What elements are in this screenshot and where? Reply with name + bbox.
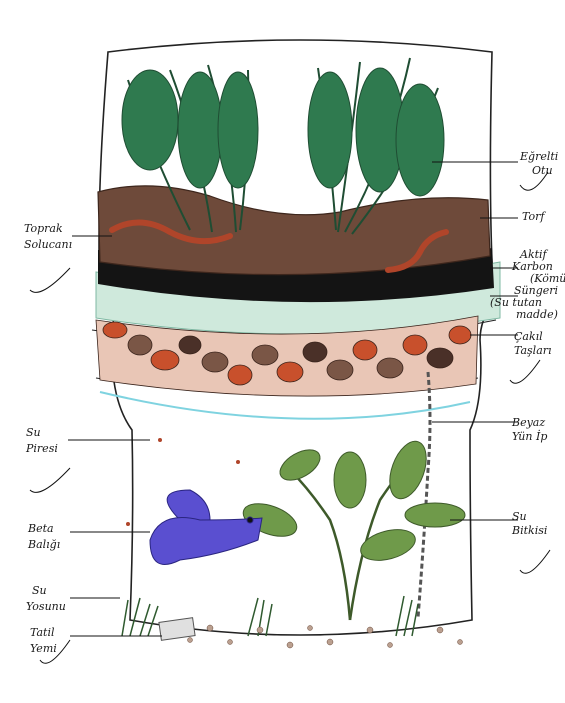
holiday-food-block — [159, 618, 195, 641]
svg-text:Yemi: Yemi — [30, 642, 57, 655]
svg-text:Beyaz: Beyaz — [511, 416, 545, 429]
svg-text:Solucanı: Solucanı — [24, 238, 72, 251]
svg-text:Torf: Torf — [522, 210, 546, 223]
label-su-yosunu: Su Yosunu — [26, 584, 66, 613]
svg-text:madde): madde) — [516, 308, 558, 321]
svg-text:Su: Su — [512, 510, 527, 523]
aquatic-plant — [239, 436, 465, 620]
svg-text:Balığı: Balığı — [27, 538, 60, 551]
svg-text:Toprak: Toprak — [24, 222, 63, 235]
svg-text:Su: Su — [32, 584, 47, 597]
svg-text:Beta: Beta — [27, 522, 54, 535]
label-beyaz-yun-ip: Beyaz Yün İp — [511, 416, 547, 443]
svg-text:Eğrelti: Eğrelti — [519, 150, 558, 163]
label-su-bitkisi: Su Bitkisi — [511, 510, 547, 537]
label-torf: Torf — [522, 210, 546, 223]
svg-text:Tatil: Tatil — [30, 626, 55, 639]
svg-text:Otu: Otu — [532, 164, 553, 177]
svg-text:Yün İp: Yün İp — [512, 429, 547, 443]
wool-string — [418, 372, 430, 618]
label-toprak-solucani: Toprak Solucanı — [24, 222, 72, 251]
label-tatil-yemi: Tatil Yemi — [30, 626, 57, 655]
soil-layer — [98, 186, 490, 275]
svg-text:Taşları: Taşları — [514, 344, 552, 357]
label-egrelti-otu: Eğrelti Otu — [519, 150, 558, 177]
svg-text:Çakıl: Çakıl — [514, 330, 543, 343]
label-aktif-karbon: Aktif Karbon (Kömür) — [511, 248, 565, 285]
svg-text:Su: Su — [26, 426, 41, 439]
svg-text:Piresi: Piresi — [25, 442, 58, 455]
label-su-piresi: Su Piresi — [25, 426, 58, 455]
svg-text:Yosunu: Yosunu — [26, 600, 66, 613]
svg-text:Bitkisi: Bitkisi — [511, 524, 547, 537]
label-cakil-taslari: Çakıl Taşları — [514, 330, 552, 357]
betta-fish — [150, 490, 262, 565]
label-beta-baligi: Beta Balığı — [27, 522, 60, 551]
